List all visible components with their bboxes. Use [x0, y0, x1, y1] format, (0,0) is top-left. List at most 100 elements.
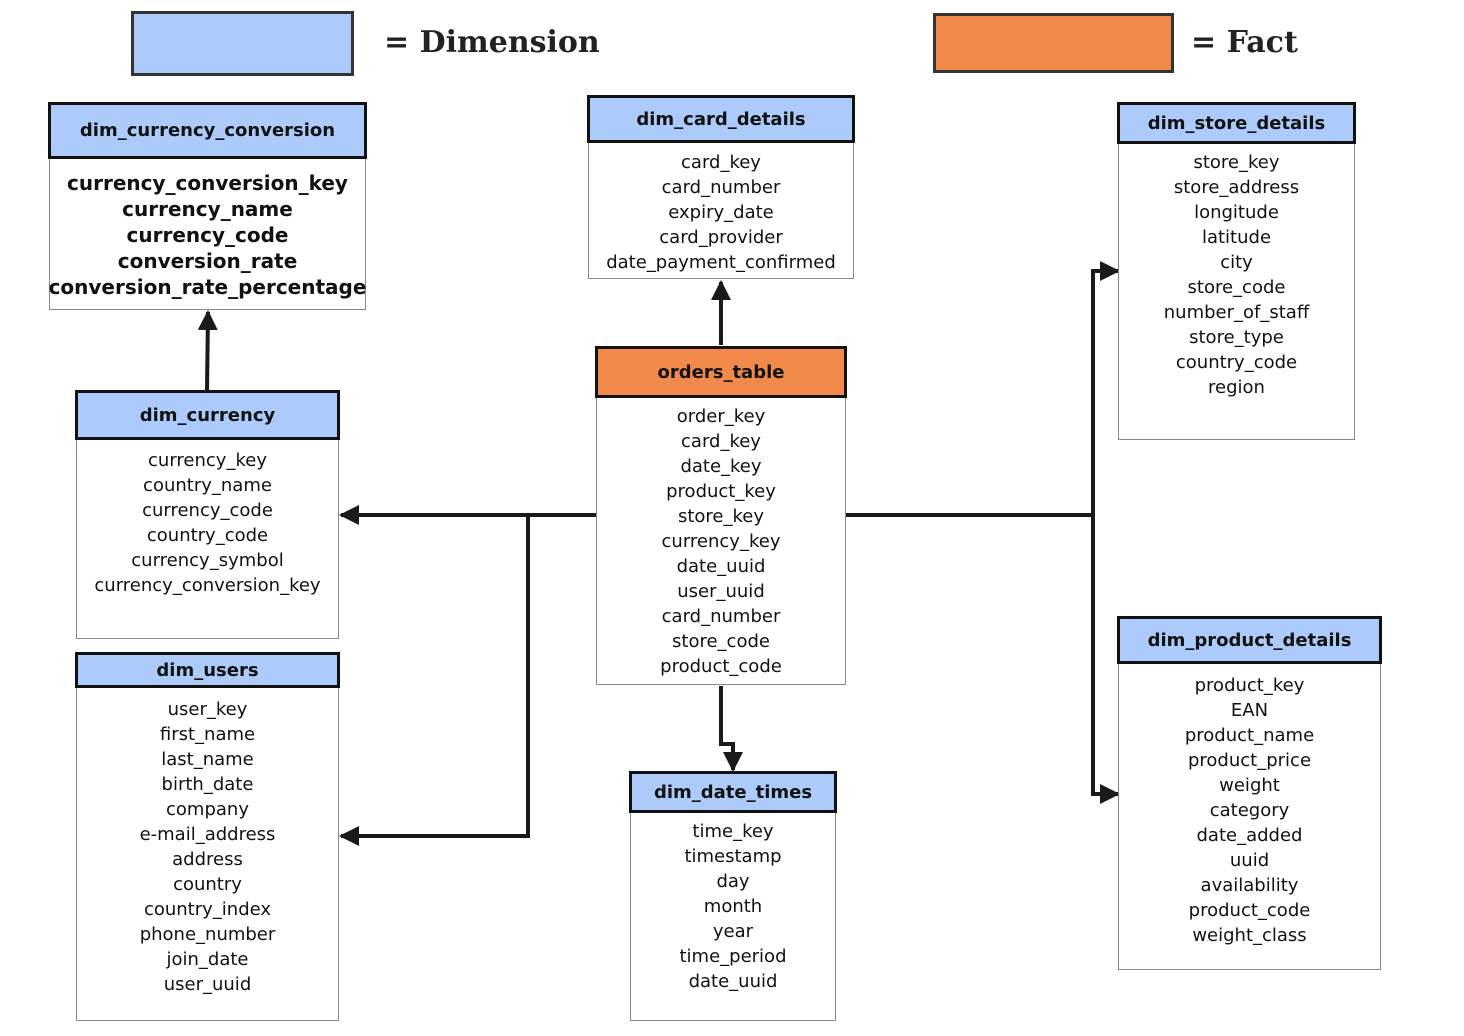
field: country_code [146, 525, 269, 546]
field: region [1208, 377, 1265, 398]
entity-header: orders_table [595, 346, 847, 398]
field: country_code [1175, 352, 1298, 373]
field: product_key [666, 481, 776, 502]
field: date_uuid [676, 556, 766, 577]
field: date_payment_confirmed [606, 252, 836, 273]
field: currency_key [661, 531, 781, 552]
field: product_code [1188, 900, 1311, 921]
field: month [703, 896, 763, 917]
field: day [716, 871, 750, 892]
field: last_name [161, 749, 254, 770]
field: uuid [1229, 850, 1270, 871]
field: store_code [1187, 277, 1286, 298]
entity-fields: product_key EAN product_name product_pri… [1119, 673, 1380, 948]
entity-fields: card_key card_number expiry_date card_pr… [589, 150, 853, 275]
entity-dim-product-details: dim_product_details product_key EAN prod… [1117, 616, 1382, 970]
field: city [1220, 252, 1253, 273]
entity-dim-card-details: dim_card_details card_key card_number ex… [587, 95, 855, 279]
field: birth_date [161, 774, 254, 795]
field: latitude [1201, 227, 1272, 248]
dimension-legend-swatch [131, 11, 354, 76]
field: currency_name [122, 197, 293, 221]
link-currency-to-conversion [197, 310, 218, 391]
entity-fields: currency_key country_name currency_code … [77, 448, 338, 598]
field: product_name [1184, 725, 1315, 746]
field: product_price [1187, 750, 1312, 771]
field: EAN [1230, 700, 1269, 721]
field: country_index [143, 899, 272, 920]
field: category [1209, 800, 1290, 821]
entity-header: dim_users [75, 652, 340, 688]
link-orders-to-users [339, 515, 530, 846]
field: e-mail_address [139, 824, 276, 845]
field: product_code [660, 656, 782, 677]
field: user_key [167, 699, 248, 720]
field: time_key [692, 821, 774, 842]
dimension-legend-label: = Dimension [384, 25, 600, 60]
field: card_number [661, 177, 781, 198]
field: address [172, 849, 243, 870]
field: timestamp [684, 846, 782, 867]
field: phone_number [139, 924, 276, 945]
field: card_number [661, 606, 781, 627]
field: time_period [679, 946, 787, 967]
field: conversion_rate [117, 249, 298, 273]
field: card_provider [659, 227, 783, 248]
field: country_name [143, 475, 272, 496]
field: store_type [1189, 327, 1284, 348]
field: join_date [166, 949, 249, 970]
entity-dim-users: dim_users user_key first_name last_name … [75, 652, 340, 1021]
field: date_added [1196, 825, 1303, 846]
field: store_key [1193, 152, 1280, 173]
field: longitude [1194, 202, 1279, 223]
entity-header: dim_product_details [1117, 616, 1382, 664]
entity-dim-date-times: dim_date_times time_key timestamp day mo… [629, 771, 837, 1021]
entity-dim-currency: dim_currency currency_key country_name c… [75, 390, 340, 639]
field: order_key [676, 406, 766, 427]
field: currency_conversion_key [94, 575, 321, 596]
field: store_code [672, 631, 770, 652]
entity-header: dim_store_details [1117, 102, 1356, 144]
field: currency_key [148, 450, 267, 471]
field: date_key [680, 456, 762, 477]
fact-legend-label: = Fact [1191, 25, 1298, 60]
entity-orders-table: orders_table order_key card_key date_key… [595, 346, 847, 685]
field: date_uuid [688, 971, 778, 992]
field: currency_code [142, 500, 273, 521]
link-orders-to-product [1091, 515, 1120, 804]
field: expiry_date [668, 202, 774, 223]
entity-fields: time_key timestamp day month year time_p… [631, 819, 835, 994]
link-orders-to-datetimes [719, 686, 743, 772]
entity-fields: store_key store_address longitude latitu… [1119, 150, 1354, 400]
link-orders-to-store [846, 261, 1120, 517]
entity-fields: order_key card_key date_key product_key … [597, 404, 845, 679]
field: product_key [1194, 675, 1305, 696]
field: card_key [681, 152, 761, 173]
entity-dim-store-details: dim_store_details store_key store_addres… [1117, 102, 1356, 440]
field: conversion_rate_percentage [48, 275, 367, 299]
entity-fields: currency_conversion_key currency_name cu… [48, 170, 367, 300]
field: number_of_staff [1163, 302, 1310, 323]
entity-dim-currency-conversion: dim_currency_conversion currency_convers… [48, 102, 367, 310]
entity-fields: user_key first_name last_name birth_date… [77, 697, 338, 997]
field: country [173, 874, 242, 895]
field: user_uuid [677, 581, 765, 602]
field: currency_symbol [131, 550, 284, 571]
field: store_address [1173, 177, 1300, 198]
field: card_key [681, 431, 761, 452]
field: year [712, 921, 754, 942]
field: currency_conversion_key [67, 171, 348, 195]
fact-legend-swatch [933, 13, 1174, 73]
entity-header: dim_currency [75, 390, 340, 440]
field: store_key [677, 506, 765, 527]
field: weight_class [1192, 925, 1307, 946]
entity-header: dim_date_times [629, 771, 837, 813]
field: availability [1200, 875, 1299, 896]
entity-header: dim_card_details [587, 95, 855, 143]
entity-header: dim_currency_conversion [48, 102, 367, 159]
field: company [166, 799, 249, 820]
field: currency_code [126, 223, 289, 247]
field: user_uuid [163, 974, 252, 995]
field: first_name [159, 724, 256, 745]
